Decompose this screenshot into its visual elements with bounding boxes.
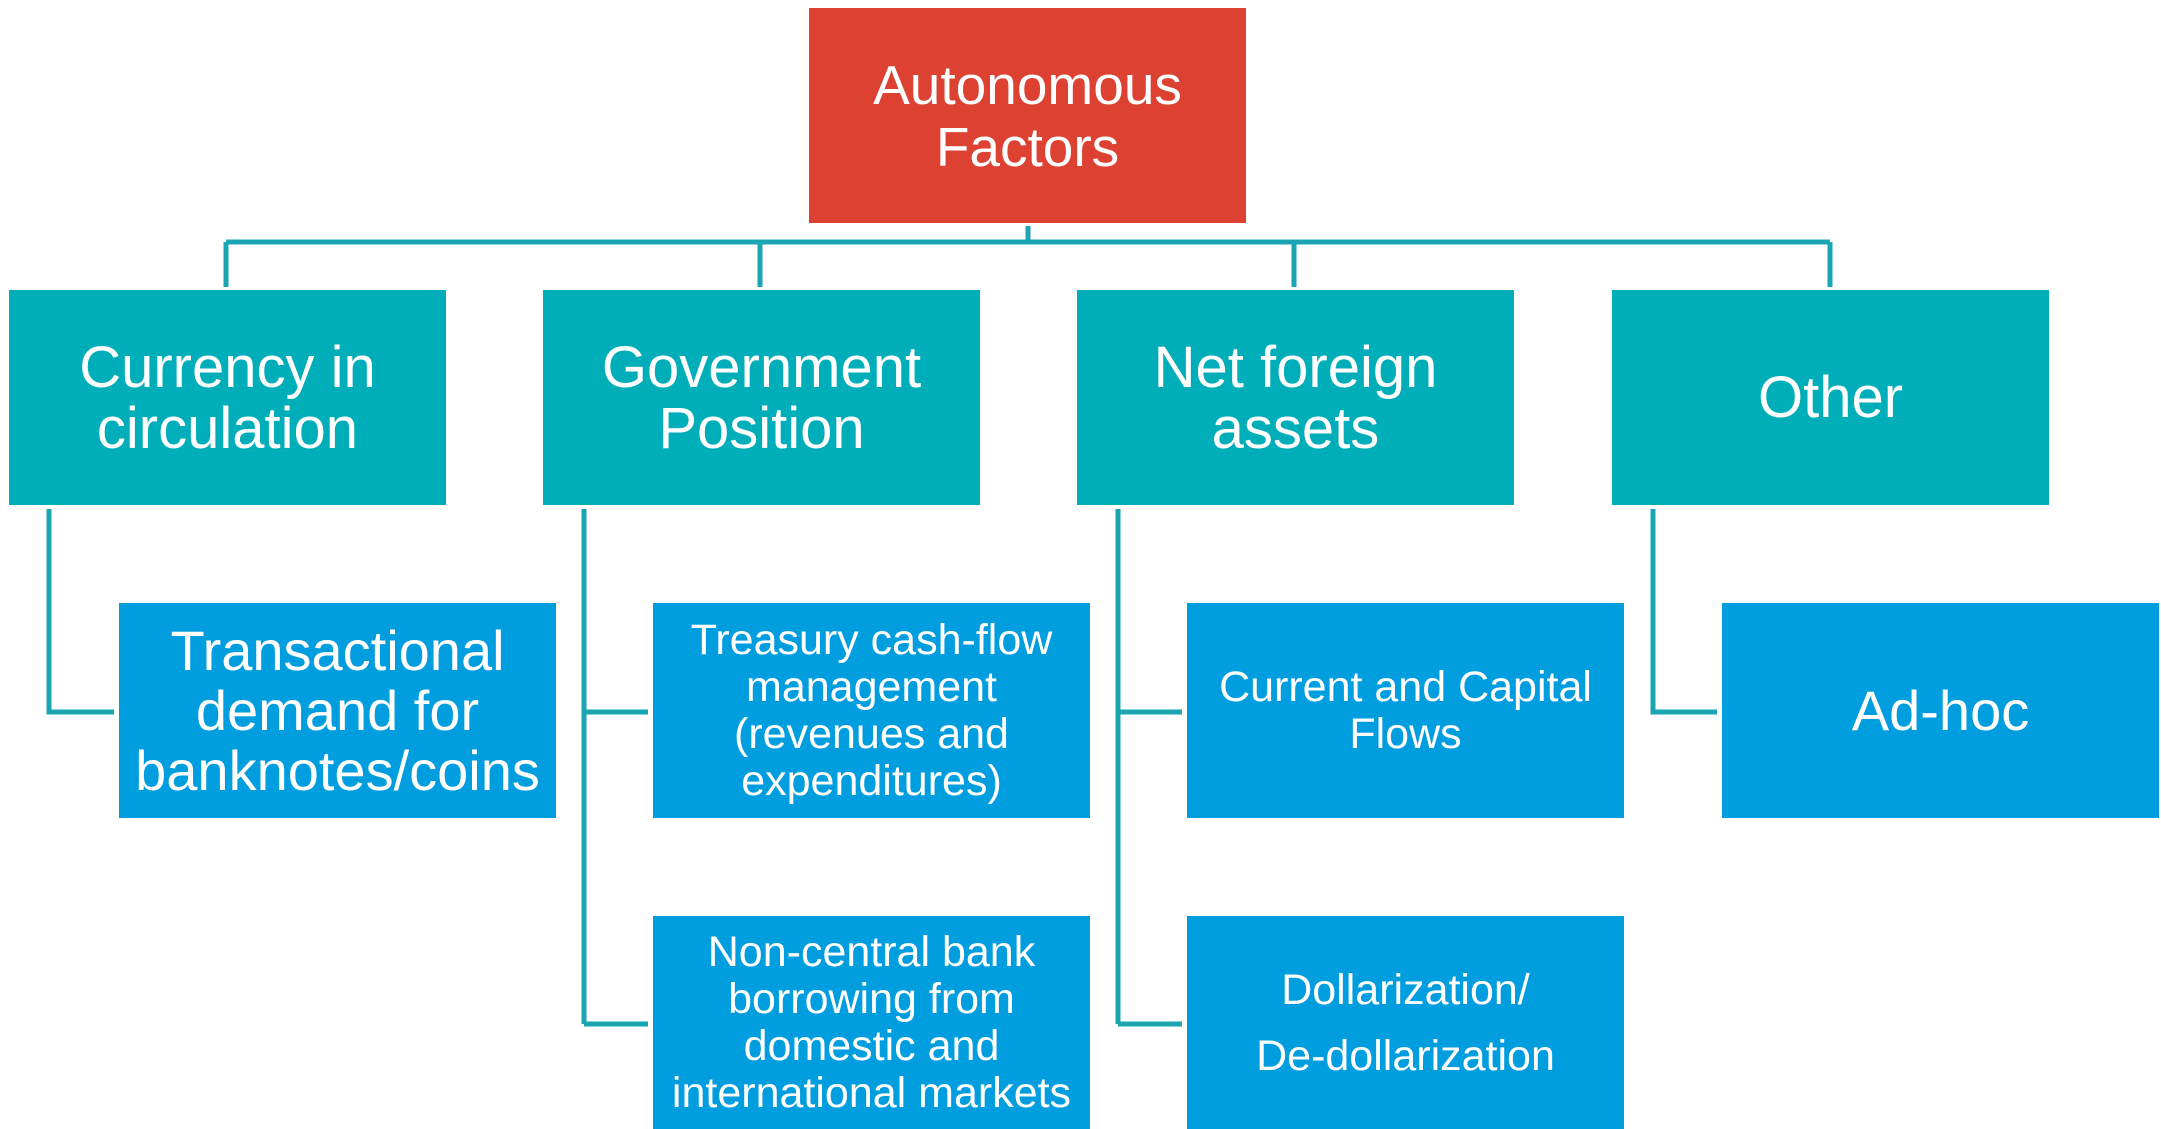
category-label: Other	[1757, 365, 1904, 430]
category-currency-in-circulation: Currency in circulation	[9, 290, 446, 505]
leaf-connector-other	[1650, 509, 1717, 715]
leaf-label: Transactional demand for banknotes/coins	[135, 618, 540, 802]
leaf-dollarization: Dollarization/ De-dollarization	[1187, 916, 1624, 1129]
leaf-ad-hoc: Ad-hoc	[1722, 603, 2159, 818]
root-label: Autonomous Factors	[873, 53, 1182, 178]
category-label: Government Position	[601, 334, 922, 461]
root-node: Autonomous Factors	[809, 8, 1246, 223]
leaf-connector-foreign	[1115, 509, 1182, 1027]
leaf-current-capital-flows: Current and Capital Flows	[1187, 603, 1624, 818]
leaf-connector-currency	[46, 509, 114, 715]
leaf-label: Current and Capital Flows	[1219, 662, 1592, 758]
category-label: Currency in circulation	[79, 334, 376, 461]
leaf-connector-government	[581, 509, 648, 1027]
leaf-non-central-bank-borrowing: Non-central bank borrowing from domestic…	[653, 916, 1090, 1129]
leaf-transactional-demand: Transactional demand for banknotes/coins	[119, 603, 556, 818]
category-government-position: Government Position	[543, 290, 980, 505]
category-other: Other	[1612, 290, 2049, 505]
leaf-label: Non-central bank borrowing from domestic…	[671, 927, 1072, 1117]
leaf-label: Treasury cash-flow management (revenues …	[690, 615, 1053, 805]
leaf-label: Ad-hoc	[1851, 678, 2030, 742]
category-label: Net foreign assets	[1153, 334, 1438, 461]
leaf-treasury-cash-flow: Treasury cash-flow management (revenues …	[653, 603, 1090, 818]
category-net-foreign-assets: Net foreign assets	[1077, 290, 1514, 505]
leaf-label: Dollarization/ De-dollarization	[1256, 965, 1555, 1080]
